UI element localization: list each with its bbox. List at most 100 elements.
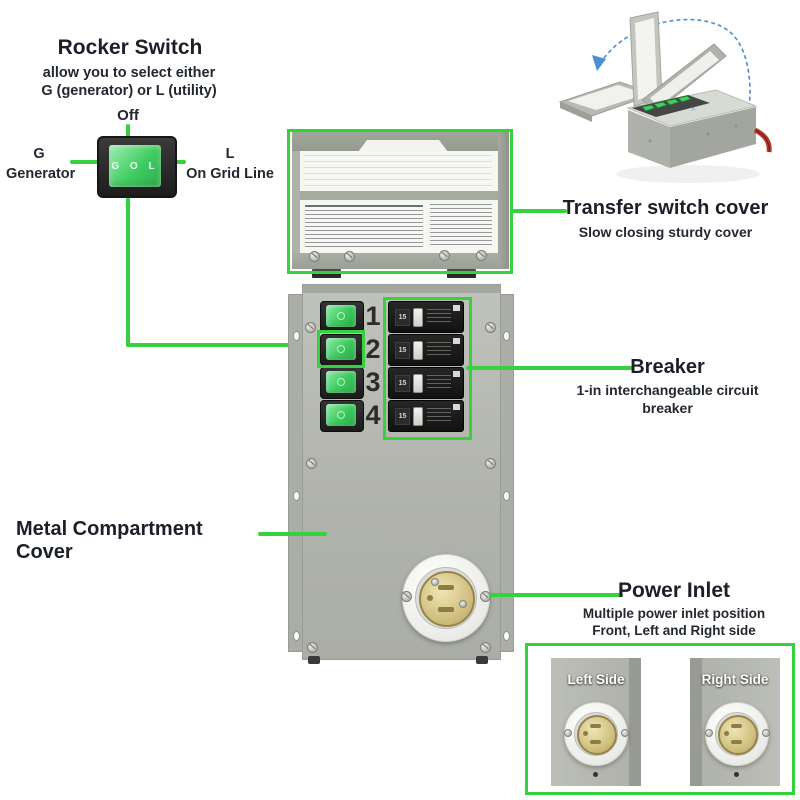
breaker-chip <box>453 371 460 377</box>
side-flange-screw <box>621 729 629 737</box>
right-side-view: Right Side <box>690 658 780 786</box>
breaker-highlight-box <box>383 297 472 440</box>
label-heading-line <box>305 205 423 207</box>
label-divider-band <box>300 191 498 200</box>
circuit-switch-3-rocker <box>326 371 356 393</box>
body-screw <box>485 322 496 333</box>
side-inlet-prong-round <box>583 731 588 736</box>
grid-label-text: On Grid Line <box>186 165 274 182</box>
breaker-1: 15 <box>388 301 464 333</box>
circuit-switch-4-rocker <box>326 404 356 426</box>
transfer-switch-3d-view: ✕ <box>558 11 772 183</box>
grid-label-letter: L <box>225 146 235 162</box>
power-inlet-title: Power Inlet <box>617 579 731 602</box>
breaker-4: 15 <box>388 400 464 432</box>
breaker-subtitle-line1: 1-in interchangeable circuit <box>576 382 759 398</box>
left-view-edge <box>629 658 641 786</box>
flange-hole <box>503 631 510 641</box>
switch2-highlight-box <box>317 330 365 368</box>
circuit-switch-2 <box>320 334 364 366</box>
power-inlet-subtitle-line1: Multiple power inlet position <box>582 606 766 621</box>
callout-line-power-inlet <box>489 593 623 597</box>
body-screw <box>485 458 496 469</box>
circuit-switch-4 <box>320 400 364 432</box>
callout-line-off <box>126 124 130 138</box>
breaker-2: 15 <box>388 334 464 366</box>
transfer-cover-subtitle: Slow closing sturdy cover <box>578 224 753 240</box>
circuit-switch-1 <box>320 301 364 333</box>
side-flange-screw <box>762 729 770 737</box>
right-view-edge <box>690 658 702 786</box>
generator-label-text: Generator <box>6 165 76 182</box>
side-views-box: Left Side Right Side <box>525 643 795 795</box>
power-inlet-subtitle: Multiple power inlet position Front, Lef… <box>575 606 773 640</box>
left-side-label: Left Side <box>567 672 625 687</box>
label-text-column-left <box>305 210 423 248</box>
rocker-switch-subtitle: allow you to select either G (generator)… <box>9 64 249 100</box>
generator-label: G Generator <box>6 145 76 184</box>
body-screw <box>306 458 317 469</box>
power-inlet-callout: Power Inlet Multiple power inlet positio… <box>575 579 773 640</box>
breaker-chip <box>453 305 460 311</box>
metal-cover-label: Metal Compartment Cover <box>16 518 203 563</box>
callout-line-cover <box>512 209 567 213</box>
breaker-subtitle-line2: breaker <box>642 399 693 416</box>
right-side-label: Right Side <box>701 672 769 687</box>
transfer-cover-title: Transfer switch cover <box>562 197 769 219</box>
rocker-markings-label: G O L <box>111 160 159 172</box>
breaker-print <box>427 408 451 424</box>
breaker-amp-label: 15 <box>395 375 410 392</box>
breaker-chip <box>453 338 460 344</box>
cover-screw-1 <box>309 251 320 262</box>
rocker-switch-button: G O L <box>109 145 161 187</box>
flange-screw-left <box>401 591 412 602</box>
cover-right-fold <box>498 131 509 269</box>
circuit-switch-3 <box>320 367 364 399</box>
power-inlet-subtitle-line2: Front, Left and Right side <box>592 622 756 638</box>
cover-screw-2 <box>344 251 355 262</box>
side-inlet-prong-round <box>724 731 729 736</box>
svg-text:✕: ✕ <box>689 103 698 114</box>
breaker-toggle <box>413 341 423 360</box>
inlet-prong-round <box>427 595 433 601</box>
inlet-prong-bottom <box>438 607 454 612</box>
flange-hole <box>503 331 510 341</box>
flange-hole <box>293 491 300 501</box>
rocker-switch-graphic: G O L <box>97 136 177 198</box>
arrow-head-left <box>592 55 606 71</box>
generator-label-letter: G <box>33 146 45 162</box>
breaker-toggle <box>413 374 423 393</box>
callout-line-generator <box>70 160 114 164</box>
side-inlet-prong <box>731 740 742 744</box>
circuit-number-1: 1 <box>365 301 381 331</box>
label-form-lines <box>304 155 492 189</box>
side-flange-screw <box>564 729 572 737</box>
breaker-subtitle: 1-in interchangeable circuit breaker <box>565 382 770 417</box>
breaker-toggle <box>413 308 423 327</box>
transfer-cover-callout: Transfer switch cover Slow closing sturd… <box>558 197 773 240</box>
label-text-column-right <box>430 204 492 248</box>
body-foot <box>308 656 320 664</box>
cover-screw-4 <box>476 250 487 261</box>
cover-notch <box>358 140 448 152</box>
breaker-chip <box>453 404 460 410</box>
breaker-callout: Breaker 1-in interchangeable circuit bre… <box>565 356 770 417</box>
rocker-switch-title: Rocker Switch <box>57 36 203 59</box>
side-inlet-prong <box>590 724 601 728</box>
transfer-switch-cover-panel <box>292 131 509 269</box>
rocker-switch-subtitle-line2: G (generator) or L (utility) <box>41 83 217 100</box>
breaker-print <box>427 309 451 325</box>
callout-line-to-switch2 <box>126 343 321 347</box>
breaker-title: Breaker <box>630 356 705 378</box>
side-panel-hole <box>734 772 739 777</box>
circuit-number-2: 2 <box>365 334 381 364</box>
inlet-screw <box>431 578 439 586</box>
inlet-screw <box>459 600 467 608</box>
circuit-number-3: 3 <box>365 367 381 397</box>
breaker-amp-label: 15 <box>395 309 410 326</box>
breaker-amp-label: 15 <box>395 342 410 359</box>
side-inlet-prong <box>590 740 601 744</box>
cover-highlight-box <box>287 129 513 274</box>
cover-instruction-label <box>300 151 498 253</box>
flange-hole <box>293 631 300 641</box>
